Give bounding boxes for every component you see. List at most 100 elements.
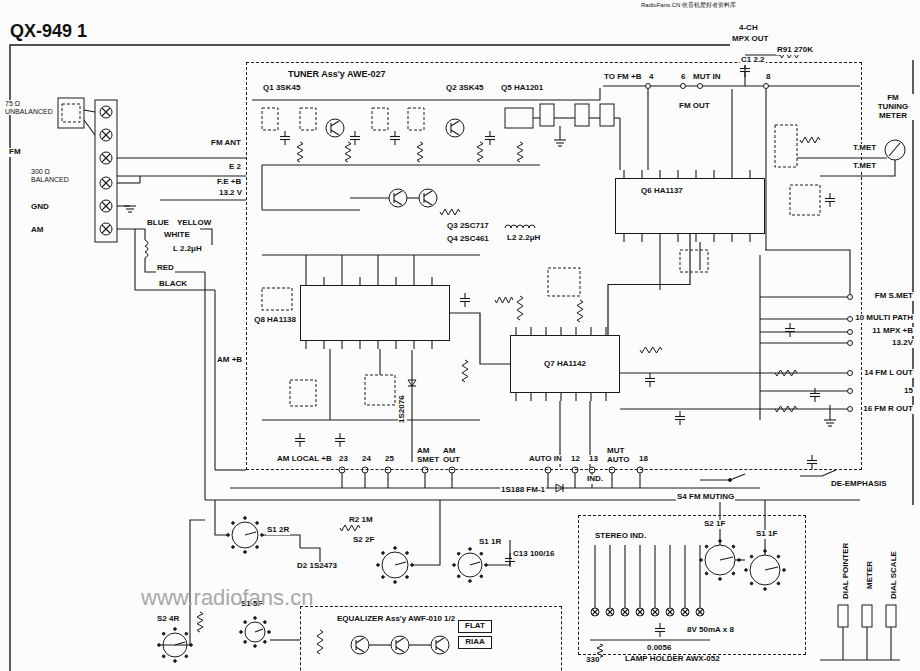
ceramic-filter bbox=[575, 104, 589, 126]
transistor-lead bbox=[451, 121, 459, 126]
wire bbox=[614, 117, 620, 118]
part-label: Q2 3SK45 bbox=[445, 84, 484, 93]
ic-pin bbox=[695, 234, 696, 242]
wire bbox=[619, 118, 620, 170]
switch-contact bbox=[264, 641, 267, 644]
capacitor-lead bbox=[829, 202, 830, 208]
wire bbox=[574, 473, 575, 488]
ic-pin bbox=[695, 170, 696, 178]
ic-pin bbox=[431, 341, 432, 349]
part-label: 12 bbox=[570, 455, 581, 464]
part-label: L2 2.2μH bbox=[506, 234, 541, 243]
part-label: 6 bbox=[680, 73, 686, 82]
transistor-symbol bbox=[326, 119, 344, 137]
part-label: D2 1S2473 bbox=[296, 562, 338, 571]
transistor-symbol bbox=[419, 189, 437, 207]
ic-pin bbox=[677, 170, 678, 178]
wire bbox=[377, 255, 378, 277]
switch-contact bbox=[457, 575, 460, 578]
capacitor-lead bbox=[394, 140, 395, 146]
lamp-filament bbox=[622, 609, 628, 615]
connector-pin bbox=[646, 84, 651, 89]
capacitor-lead bbox=[394, 131, 395, 137]
ic-pin bbox=[341, 277, 342, 285]
rotary-switch bbox=[382, 552, 408, 578]
wire bbox=[369, 644, 391, 645]
screw-slot bbox=[102, 154, 110, 162]
part-label: S1 2R bbox=[266, 526, 290, 535]
rf-coil bbox=[262, 108, 278, 130]
terminal-screw bbox=[100, 177, 112, 189]
wire bbox=[659, 242, 660, 290]
lamp-filament bbox=[697, 609, 703, 615]
resistor-symbol bbox=[417, 142, 423, 162]
lamp-filament bbox=[697, 609, 703, 615]
part-label: 16 FM R OUT bbox=[862, 405, 914, 414]
wire bbox=[145, 258, 205, 272]
switch-contact bbox=[764, 588, 767, 591]
transistor-lead bbox=[356, 647, 364, 652]
inductor-symbol bbox=[505, 225, 535, 228]
switch-contact bbox=[240, 631, 243, 634]
wire bbox=[200, 229, 212, 245]
part-label: MPX OUT bbox=[731, 35, 769, 44]
ic-pin bbox=[575, 327, 576, 335]
ic-pin bbox=[677, 234, 678, 242]
transistor-lead bbox=[394, 200, 402, 205]
part-label: 0.0056 bbox=[646, 644, 672, 653]
wire bbox=[215, 469, 246, 470]
capacitor-lead bbox=[829, 193, 830, 199]
ic-pin bbox=[749, 234, 750, 242]
part-label: 4-CH bbox=[738, 24, 759, 33]
connector-pin bbox=[848, 407, 853, 412]
wire bbox=[262, 209, 360, 210]
ic-pin bbox=[575, 393, 576, 401]
lamp-symbol bbox=[606, 608, 614, 616]
part-label: MUT IN bbox=[692, 73, 722, 82]
lamp-filament bbox=[652, 609, 658, 615]
inductor-symbol bbox=[145, 240, 148, 258]
ic-pin bbox=[515, 393, 516, 401]
part-label: BLUE bbox=[146, 219, 170, 228]
part-label: T.MET bbox=[852, 144, 877, 153]
balun-core bbox=[62, 104, 80, 122]
switch-contact bbox=[382, 552, 385, 555]
ic-pin bbox=[413, 341, 414, 349]
ic-pin bbox=[413, 277, 414, 285]
wire bbox=[765, 89, 766, 250]
wire bbox=[759, 255, 760, 420]
connector-pin bbox=[681, 84, 686, 89]
resistor-symbol bbox=[495, 297, 513, 303]
lamp-socket bbox=[886, 605, 896, 627]
node-label: Q7 HA1142 bbox=[543, 360, 587, 369]
connector-pin bbox=[572, 467, 578, 473]
wire bbox=[117, 182, 140, 183]
wire bbox=[866, 627, 867, 660]
wire bbox=[387, 473, 388, 488]
transistor-lead bbox=[356, 638, 364, 643]
connector-pin bbox=[698, 84, 703, 89]
transistor-symbol bbox=[391, 636, 409, 654]
wire bbox=[620, 372, 760, 373]
ic-pin bbox=[560, 393, 561, 401]
transistor-lead bbox=[424, 200, 432, 205]
part-label: IND. bbox=[586, 475, 604, 484]
ic-pin bbox=[659, 234, 660, 242]
part-label: 13.2 V bbox=[218, 189, 243, 198]
wire bbox=[760, 296, 847, 297]
switch-contact bbox=[729, 479, 732, 482]
switch-contact bbox=[457, 552, 460, 555]
if-transformer bbox=[790, 185, 820, 215]
connector-pin bbox=[589, 467, 595, 473]
capacitor-lead bbox=[464, 293, 465, 299]
part-label: R91 270K bbox=[776, 46, 814, 55]
wire bbox=[413, 255, 414, 277]
part-label: C13 100/16 bbox=[512, 550, 555, 559]
balun-transformer bbox=[58, 98, 84, 128]
wire bbox=[305, 255, 306, 277]
part-label: S1 1F bbox=[755, 530, 778, 539]
ic-pin bbox=[323, 341, 324, 349]
connector-pin bbox=[545, 467, 551, 473]
wire bbox=[270, 639, 300, 640]
transistor-symbol bbox=[351, 636, 369, 654]
